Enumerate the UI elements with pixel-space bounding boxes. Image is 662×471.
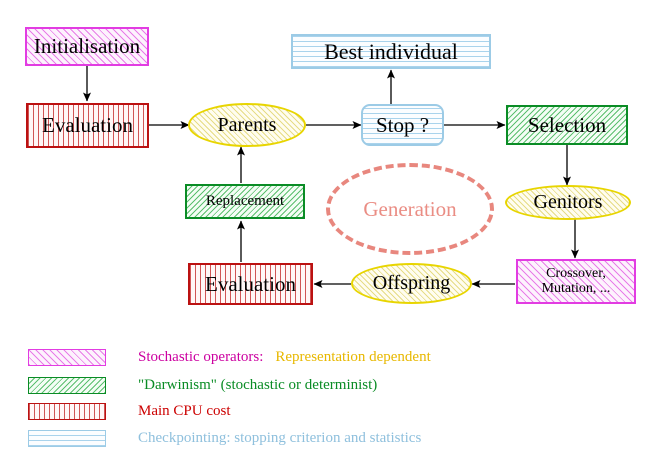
legend-swatch-magenta-hatch [28, 349, 106, 366]
node-best-individual[interactable]: Best individual [291, 34, 491, 69]
node-best-individual-label: Best individual [324, 38, 458, 64]
node-replacement-label: Replacement [205, 192, 285, 209]
node-evaluation-top-label: Evaluation [42, 113, 133, 138]
node-parents[interactable]: Parents [188, 103, 306, 147]
legend-label-secondary: Representation dependent [275, 349, 431, 365]
node-evaluation-bottom-label: Evaluation [205, 271, 296, 296]
legend-text-stochastic-operators: Stochastic operators: Representation depe… [138, 349, 431, 366]
node-replacement[interactable]: Replacement [185, 184, 305, 219]
node-genitors[interactable]: Genitors [505, 185, 631, 220]
node-generation: Generation [326, 163, 494, 255]
node-genitors-label: Genitors [533, 191, 603, 213]
node-crossover-mutation[interactable]: Crossover, Mutation, ... [516, 259, 636, 304]
legend-label-primary: Stochastic operators: [138, 349, 264, 365]
node-selection[interactable]: Selection [506, 105, 628, 145]
legend-swatch-green-hatch [28, 377, 106, 394]
node-initialisation[interactable]: Initialisation [25, 27, 149, 66]
legend-row-main-cpu-cost[interactable]: Main CPU cost [28, 403, 231, 420]
node-offspring-label: Offspring [372, 272, 451, 294]
legend-row-darwinism[interactable]: "Darwinism" (stochastic or determinist) [28, 377, 377, 394]
legend-row-stochastic-operators[interactable]: Stochastic operators: Representation depe… [28, 349, 431, 366]
node-stop-label: Stop ? [375, 112, 430, 137]
legend-swatch-blue-horizontal [28, 430, 106, 447]
node-stop[interactable]: Stop ? [361, 104, 444, 146]
legend-row-checkpointing[interactable]: Checkpointing: stopping criterion and st… [28, 430, 421, 447]
node-evaluation-bottom[interactable]: Evaluation [188, 263, 313, 305]
node-initialisation-label: Initialisation [33, 34, 141, 59]
node-selection-label: Selection [527, 112, 607, 137]
legend-swatch-red-vertical [28, 403, 106, 420]
node-generation-label: Generation [363, 196, 457, 221]
node-crossover-mutation-label: Crossover, Mutation, ... [541, 265, 611, 296]
node-parents-label: Parents [217, 113, 277, 136]
legend-text-checkpointing: Checkpointing: stopping criterion and st… [138, 430, 422, 446]
node-offspring[interactable]: Offspring [351, 263, 472, 304]
node-evaluation-top[interactable]: Evaluation [26, 103, 149, 148]
legend-text-darwinism: "Darwinism" (stochastic or determinist) [138, 377, 378, 393]
legend-text-main-cpu-cost: Main CPU cost [138, 403, 231, 419]
